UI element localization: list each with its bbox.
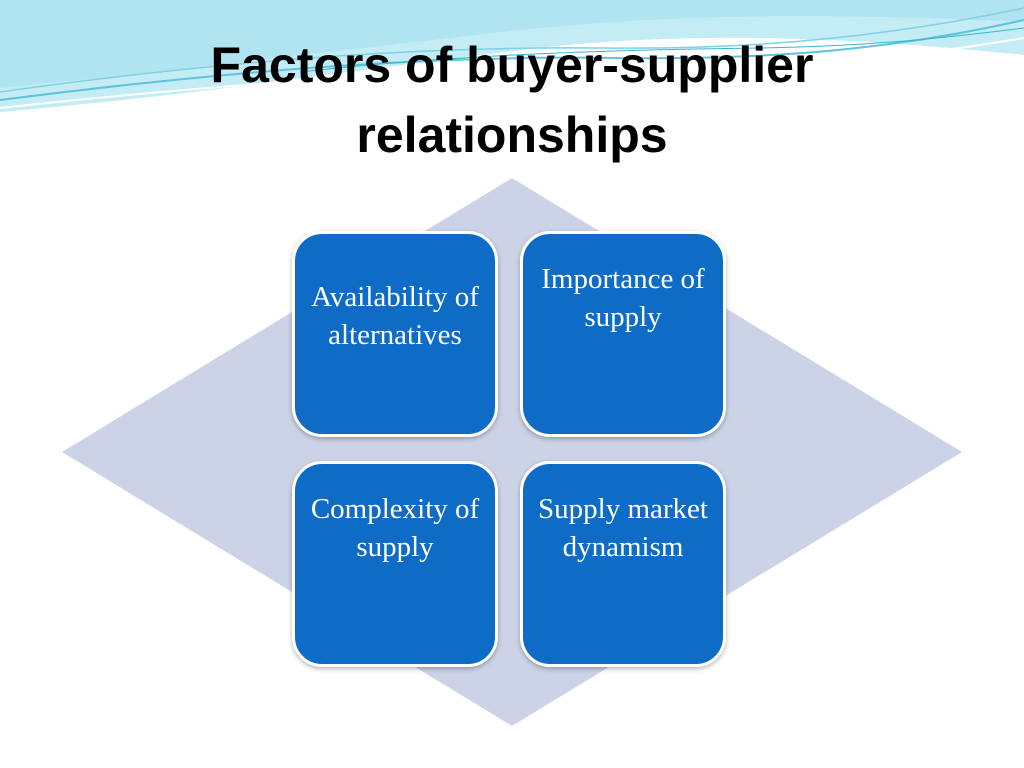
factor-box-complexity-of-supply: Complexity of supply: [292, 461, 498, 667]
factor-label: Supply market dynamism: [538, 493, 708, 563]
factor-box-supply-market-dynamism: Supply market dynamism: [520, 461, 726, 667]
factor-label: Availability of alternatives: [311, 281, 479, 351]
factor-label: Importance of supply: [541, 263, 705, 333]
top-wave-line-3: [0, 7, 1024, 93]
top-wave-line-1: [0, 19, 1024, 101]
slide-title: Factors of buyer-supplier relationships: [210, 37, 814, 163]
factor-box-importance-of-supply: Importance of supply: [520, 231, 726, 437]
factor-label: Complexity of supply: [310, 493, 480, 563]
top-wave-line-4: [299, 27, 1024, 73]
factor-box-availability-of-alternatives: Availability of alternatives: [292, 231, 498, 437]
top-wave-line-2: [0, 37, 1024, 109]
background-diamond: [62, 178, 962, 726]
top-wave-inner: [0, 0, 1024, 88]
